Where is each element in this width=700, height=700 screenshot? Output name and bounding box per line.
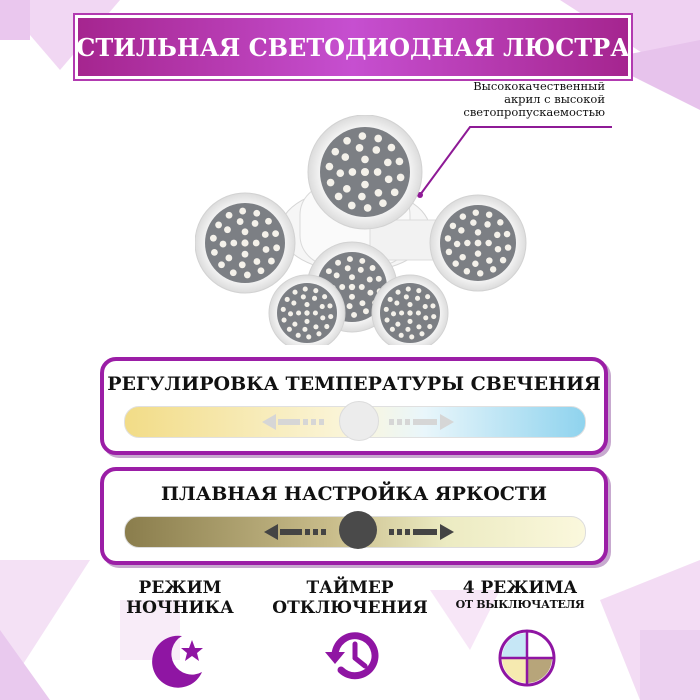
callout-line-3: светопропускаемостью: [463, 105, 605, 119]
page-title: СТИЛЬНАЯ СВЕТОДИОДНАЯ ЛЮСТРА: [76, 32, 630, 62]
left-arrow-icon: [262, 414, 324, 430]
feature-label: ОТ ВЫКЛЮЧАТЕЛЯ: [455, 598, 585, 611]
chandelier-image: [195, 115, 527, 345]
brightness-slider-knob[interactable]: [339, 511, 377, 549]
timer-feature: ТАЙМЕР ОТКЛЮЧЕНИЯ: [270, 578, 430, 618]
right-arrow-icon: [389, 414, 454, 430]
callout-line-1: Высококачественный: [473, 79, 605, 93]
temperature-title: РЕГУЛИРОВКА ТЕМПЕРАТУРЫ СВЕЧЕНИЯ: [107, 373, 601, 395]
feature-label: 4 РЕЖИМА: [462, 578, 578, 598]
brightness-title: ПЛАВНАЯ НАСТРОЙКА ЯРКОСТИ: [160, 483, 547, 505]
callout-line-2: акрил с высокой: [504, 92, 605, 106]
temperature-slider-knob[interactable]: [339, 401, 379, 441]
brightness-panel: ПЛАВНАЯ НАСТРОЙКА ЯРКОСТИ: [100, 467, 608, 565]
right-arrow-icon: [389, 524, 454, 540]
callout-text: Высококачественный акрил с высокой свето…: [420, 80, 605, 119]
left-arrow-icon: [264, 524, 326, 540]
feature-label: НОЧНИКА: [126, 598, 234, 618]
night-mode-feature: РЕЖИМ НОЧНИКА: [100, 578, 260, 618]
header-banner: СТИЛЬНАЯ СВЕТОДИОДНАЯ ЛЮСТРА: [75, 15, 631, 79]
feature-label: РЕЖИМ: [138, 578, 222, 598]
temperature-panel: РЕГУЛИРОВКА ТЕМПЕРАТУРЫ СВЕЧЕНИЯ: [100, 357, 608, 455]
moon-star-icon: [152, 635, 203, 688]
four-modes-icon: [498, 629, 556, 687]
four-modes-feature: 4 РЕЖИМА ОТ ВЫКЛЮЧАТЕЛЯ: [440, 578, 600, 611]
timer-clock-icon: [325, 632, 379, 680]
feature-label: ОТКЛЮЧЕНИЯ: [272, 598, 428, 618]
feature-label: ТАЙМЕР: [306, 578, 394, 598]
